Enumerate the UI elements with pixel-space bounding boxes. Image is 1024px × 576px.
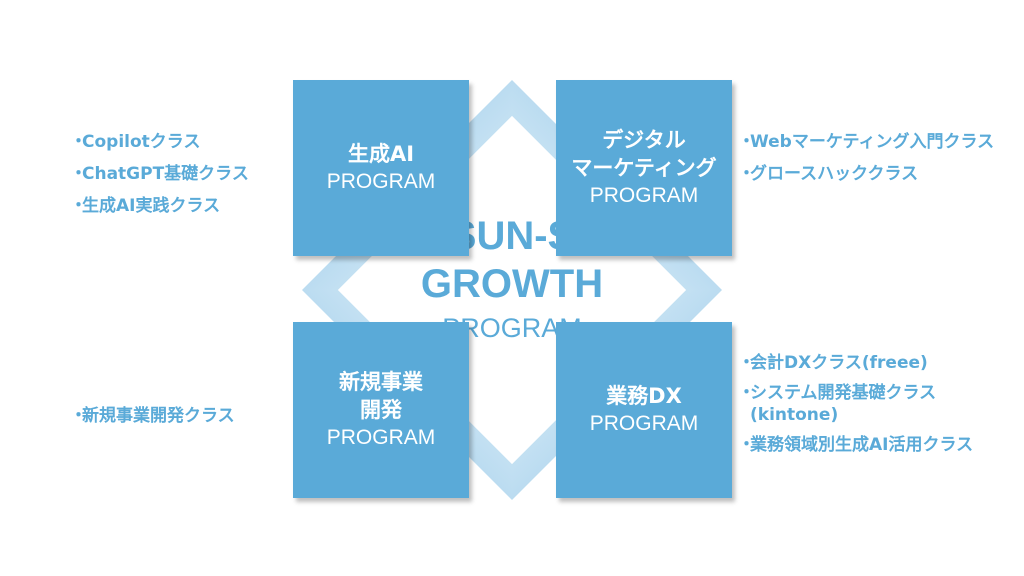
program-box-new-business: 新規事業 開発 PROGRAM <box>293 322 469 498</box>
course-name: Webマーケティング入門クラス <box>750 132 995 152</box>
bullet-icon: ・ <box>738 164 755 184</box>
list-item: ・新規事業開発クラス <box>70 405 285 427</box>
program-box-business-dx: 業務DX PROGRAM <box>556 322 732 498</box>
course-name: Copilotクラス <box>82 132 201 152</box>
list-item: ・業務領域別生成AI活用クラス <box>738 434 1020 456</box>
program-title: 生成AI <box>347 142 415 166</box>
course-list-generative-ai: ・Copilotクラス ・ChatGPT基礎クラス ・生成AI実践クラス <box>70 131 285 227</box>
course-name: 生成AI実践クラス <box>82 196 221 216</box>
program-subtitle: PROGRAM <box>326 170 436 193</box>
list-item: ・生成AI実践クラス <box>70 195 285 217</box>
course-name: 会計DXクラス(freee) <box>750 353 928 373</box>
list-item: ・ChatGPT基礎クラス <box>70 163 285 185</box>
program-subtitle: PROGRAM <box>326 426 436 449</box>
bullet-icon: ・ <box>738 353 755 373</box>
program-title: 新規事業 開発 <box>339 370 423 422</box>
bullet-icon: ・ <box>70 406 87 426</box>
program-box-digital-marketing: デジタル マーケティング PROGRAM <box>556 80 732 256</box>
course-name: システム開発基礎クラス (kintone) <box>750 383 937 425</box>
center-title-line1: SUN-S <box>449 214 575 258</box>
program-subtitle: PROGRAM <box>589 184 699 207</box>
program-title: デジタル マーケティング <box>571 128 717 180</box>
bullet-icon: ・ <box>70 132 87 152</box>
course-name: 新規事業開発クラス <box>82 406 235 426</box>
list-item: ・会計DXクラス(freee) <box>738 352 1020 374</box>
program-title: 業務DX <box>606 384 682 408</box>
bullet-icon: ・ <box>738 435 755 455</box>
list-item: ・Webマーケティング入門クラス <box>738 131 1018 153</box>
bullet-icon: ・ <box>70 164 87 184</box>
course-list-business-dx: ・会計DXクラス(freee) ・システム開発基礎クラス (kintone) ・… <box>738 352 1020 464</box>
program-box-generative-ai: 生成AI PROGRAM <box>293 80 469 256</box>
course-name: 業務領域別生成AI活用クラス <box>750 435 974 455</box>
course-list-digital-marketing: ・Webマーケティング入門クラス ・グロースハッククラス <box>738 131 1018 195</box>
list-item: ・グロースハッククラス <box>738 163 1018 185</box>
bullet-icon: ・ <box>738 383 755 403</box>
bullet-icon: ・ <box>738 132 755 152</box>
program-subtitle: PROGRAM <box>589 412 699 435</box>
bullet-icon: ・ <box>70 196 87 216</box>
course-list-new-business: ・新規事業開発クラス <box>70 405 285 437</box>
list-item: ・Copilotクラス <box>70 131 285 153</box>
course-name: グロースハッククラス <box>750 164 919 184</box>
course-name: ChatGPT基礎クラス <box>82 164 249 184</box>
list-item: ・システム開発基礎クラス (kintone) <box>738 382 1020 426</box>
center-title-line2: GROWTH <box>420 262 604 306</box>
